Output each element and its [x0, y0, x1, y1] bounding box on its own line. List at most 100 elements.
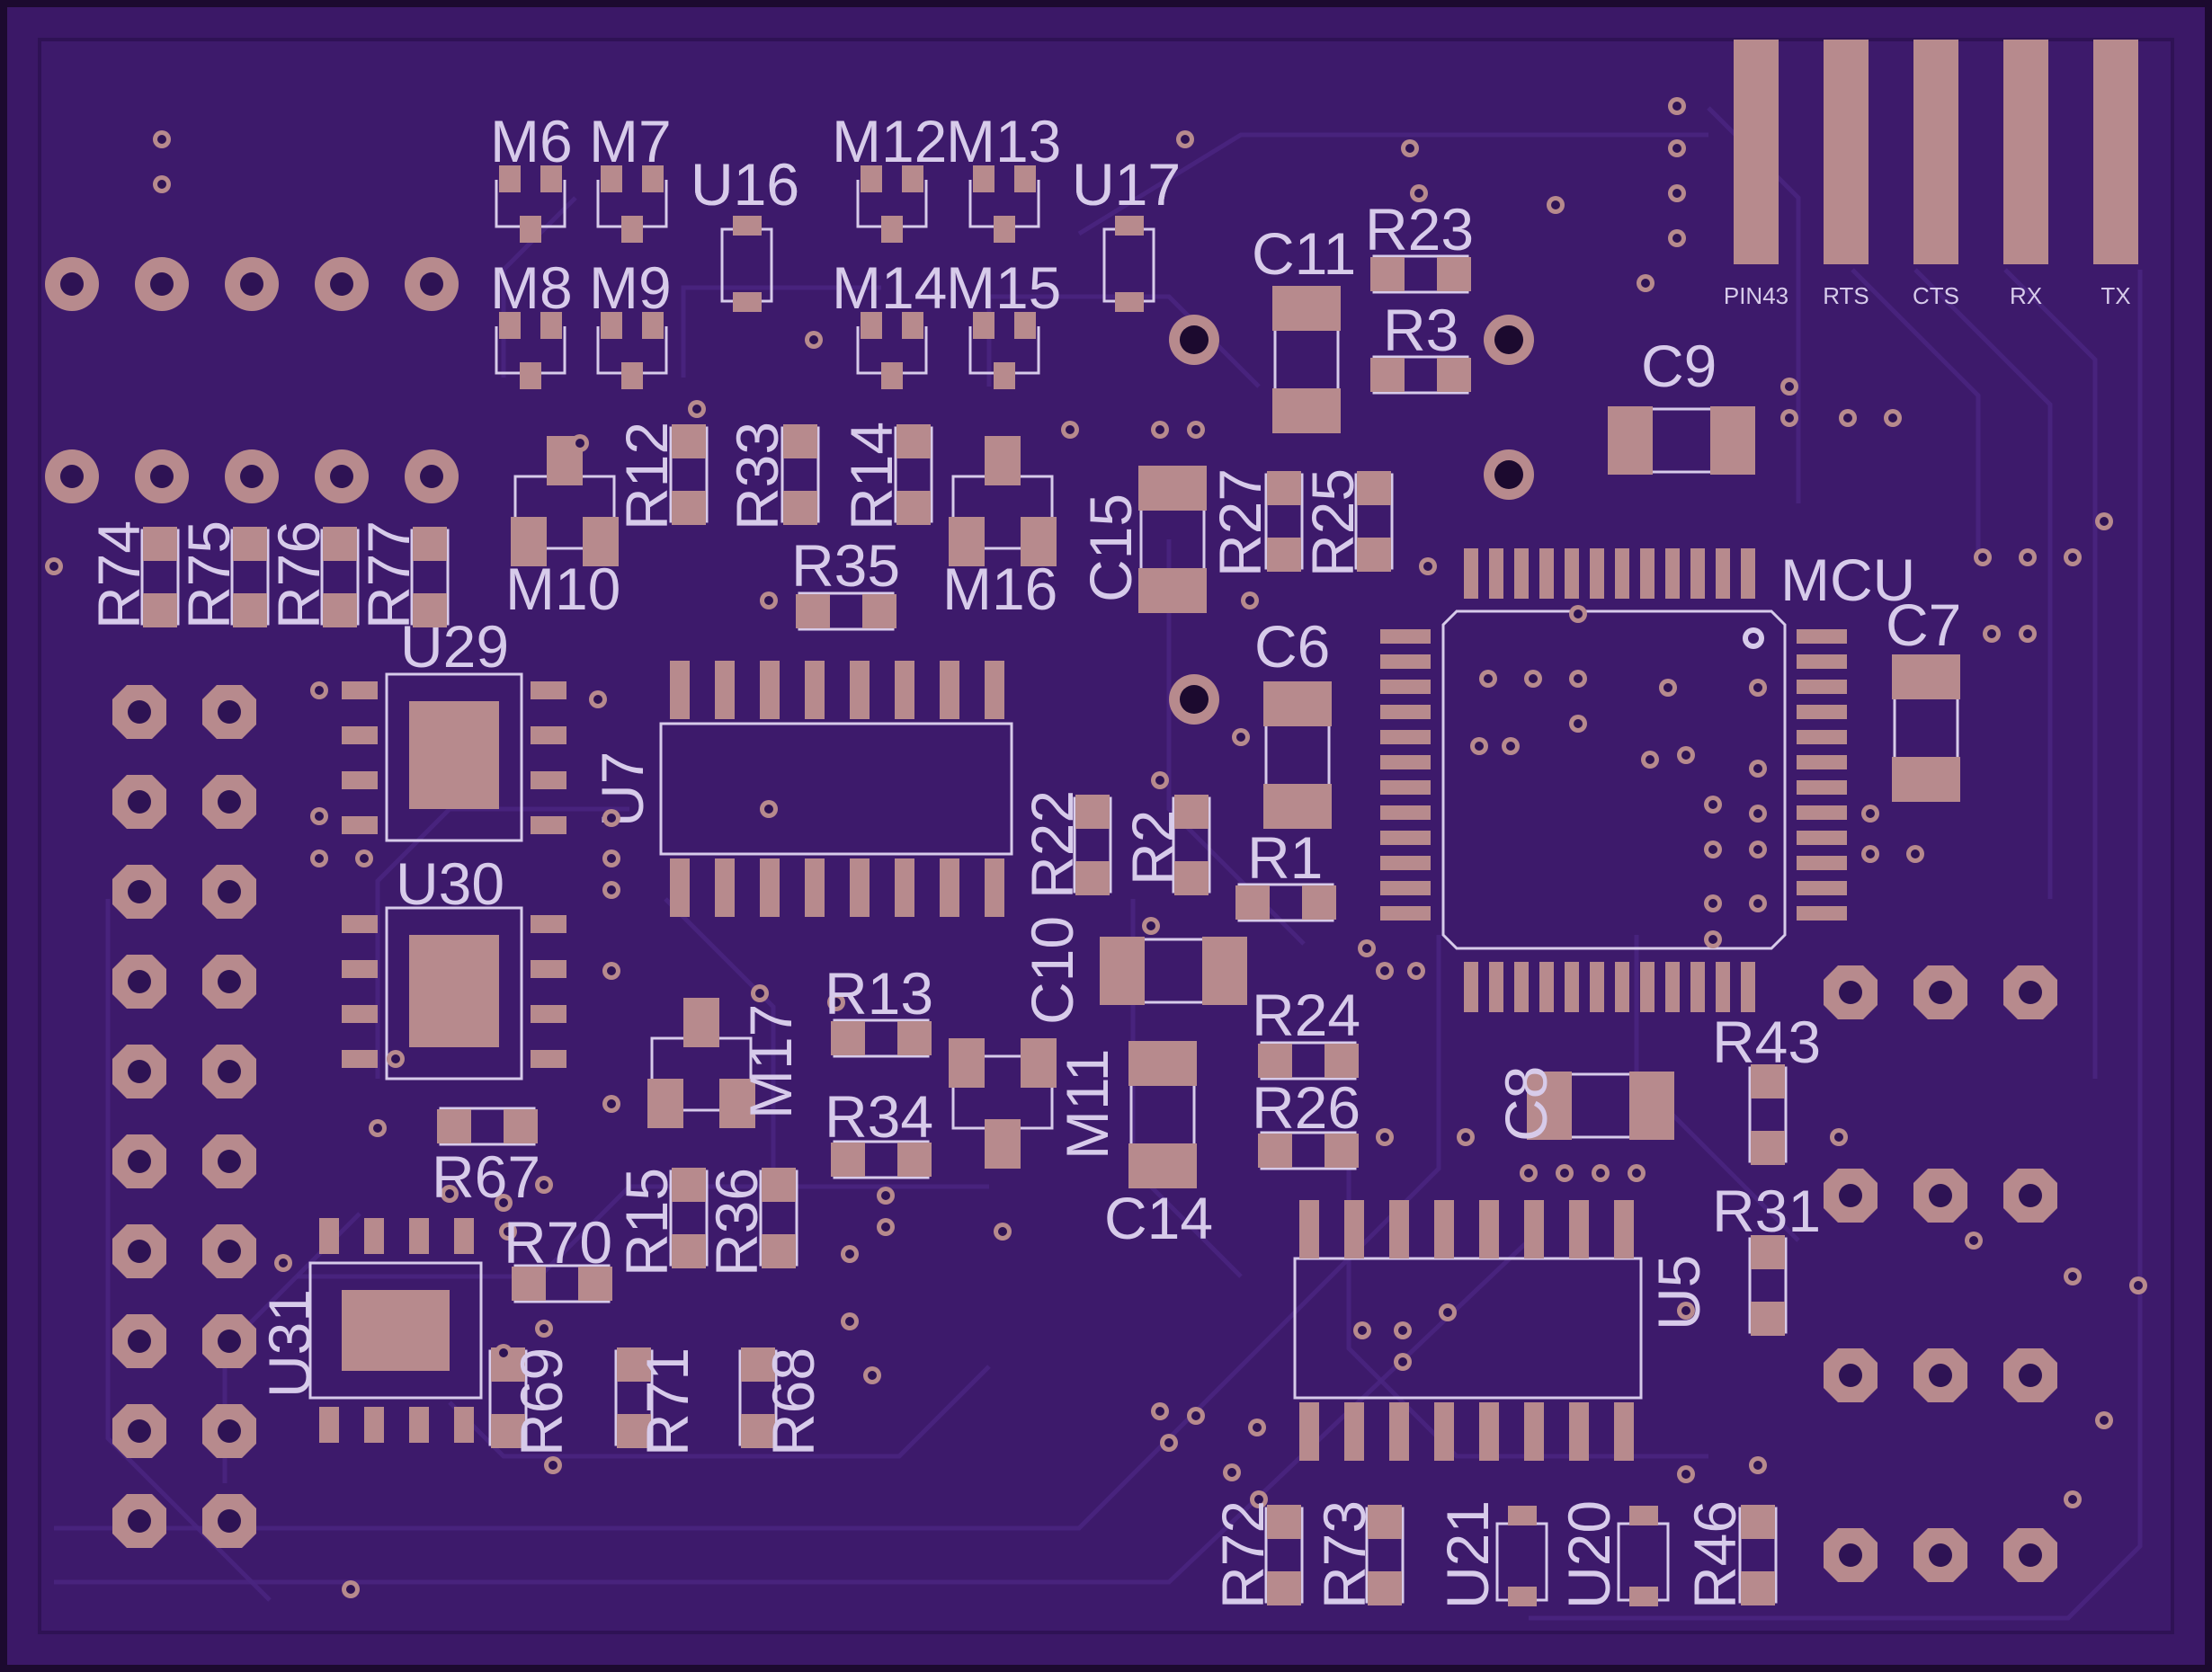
via-hole	[157, 180, 166, 189]
ic-u31: U31	[256, 1218, 483, 1443]
label-u16: U16	[691, 151, 799, 218]
part-r70	[512, 1264, 612, 1303]
mcu-pin	[1464, 548, 1478, 599]
via-hole	[1164, 1438, 1173, 1447]
label-c6: C6	[1254, 613, 1330, 680]
mcu-pin	[1797, 680, 1847, 694]
header-left-hole	[218, 1509, 241, 1533]
via-hole	[1866, 809, 1875, 818]
via-hole	[1484, 674, 1493, 683]
label-u17: U17	[1072, 151, 1181, 218]
via-hole	[315, 686, 324, 695]
via-hole	[157, 135, 166, 144]
via-hole	[49, 562, 58, 571]
via-hole	[1681, 1306, 1690, 1315]
header-left-hole	[218, 1330, 241, 1353]
label-r23: R23	[1365, 196, 1474, 262]
u7-pin	[805, 858, 825, 917]
u7-pin	[760, 661, 780, 719]
part-r23	[1370, 254, 1471, 294]
part-r2	[1172, 795, 1211, 895]
mcu-pin	[1797, 780, 1847, 795]
header-left-hole	[218, 1150, 241, 1173]
u5-pin	[1614, 1200, 1634, 1258]
via-hole	[391, 1054, 400, 1063]
part-r73	[1365, 1505, 1405, 1605]
part-c14	[1128, 1041, 1197, 1188]
via-hole	[1254, 1495, 1263, 1504]
via-hole	[881, 1191, 890, 1200]
part-c9	[1608, 406, 1755, 475]
via-hole	[1911, 849, 1920, 858]
via-hole	[607, 814, 616, 823]
label-u7: U7	[589, 752, 656, 827]
edge-connector: PIN43 RTS CTS RX TX	[1724, 40, 2138, 309]
via-hole	[540, 1324, 549, 1333]
mcu-pin	[1797, 629, 1847, 644]
u7-pin	[715, 858, 735, 917]
via-hole	[1412, 966, 1421, 975]
part-r15	[669, 1168, 709, 1268]
via-hole	[1253, 1423, 1262, 1432]
label-r35: R35	[791, 532, 900, 599]
edge-label-tx: TX	[2101, 282, 2130, 309]
part-r71	[614, 1347, 654, 1448]
via-hole	[1672, 144, 1681, 153]
mcu-pin	[1665, 548, 1680, 599]
mcu-pin	[1514, 962, 1529, 1012]
via-hole	[2068, 1495, 2077, 1504]
header-left-hole	[128, 970, 151, 993]
u5-pin	[1434, 1402, 1454, 1461]
mcu-pin	[1690, 962, 1705, 1012]
u5-pin	[1344, 1402, 1364, 1461]
label-r73: R73	[1311, 1500, 1378, 1609]
part-r26	[1258, 1131, 1359, 1170]
label-m17: M17	[737, 1004, 804, 1119]
mcu-pin	[1741, 962, 1755, 1012]
via-hole	[1506, 742, 1515, 751]
ic-u5: U5	[1293, 1200, 1712, 1461]
header-right-hole	[2019, 1364, 2042, 1387]
header-right-hole	[1929, 981, 1952, 1004]
header-right	[1824, 965, 2057, 1582]
label-m7: M7	[589, 108, 672, 174]
label-m9: M9	[589, 254, 672, 321]
u5-pin	[1524, 1200, 1544, 1258]
via-hole	[1632, 1169, 1641, 1178]
mcu-pin	[1380, 629, 1431, 644]
via-hole	[445, 1189, 454, 1198]
label-u5: U5	[1646, 1255, 1712, 1330]
edge-label-cts: CTS	[1913, 282, 1959, 309]
header-right-hole	[1929, 1543, 1952, 1567]
label-c14: C14	[1104, 1185, 1213, 1251]
label-r2: R2	[1119, 810, 1186, 885]
via-hole	[549, 1461, 557, 1470]
via-hole	[315, 812, 324, 821]
u7-pin	[715, 661, 735, 719]
via-hole	[1753, 809, 1762, 818]
part-m17	[647, 998, 755, 1128]
label-mcu: MCU	[1780, 547, 1915, 613]
via-hole	[279, 1258, 288, 1267]
via-hole	[1574, 609, 1583, 618]
part-r76	[320, 527, 360, 627]
via-hole	[1181, 135, 1190, 144]
label-r25: R25	[1299, 468, 1366, 577]
header-left-hole	[128, 880, 151, 903]
via-hole	[499, 1348, 508, 1357]
via-hole	[1596, 1169, 1605, 1178]
mcu-pin	[1615, 962, 1629, 1012]
header-left	[112, 685, 256, 1548]
label-r67: R67	[432, 1143, 540, 1210]
via-hole	[1663, 683, 1672, 692]
header-right-hole	[2019, 981, 2042, 1004]
label-c10: C10	[1019, 916, 1085, 1025]
part-r33	[780, 424, 820, 525]
part-c7	[1892, 654, 1960, 802]
label-r72: R72	[1209, 1500, 1276, 1609]
mcu-pin	[1797, 856, 1847, 870]
header-right-hole	[1929, 1184, 1952, 1207]
label-r36: R36	[703, 1168, 770, 1276]
